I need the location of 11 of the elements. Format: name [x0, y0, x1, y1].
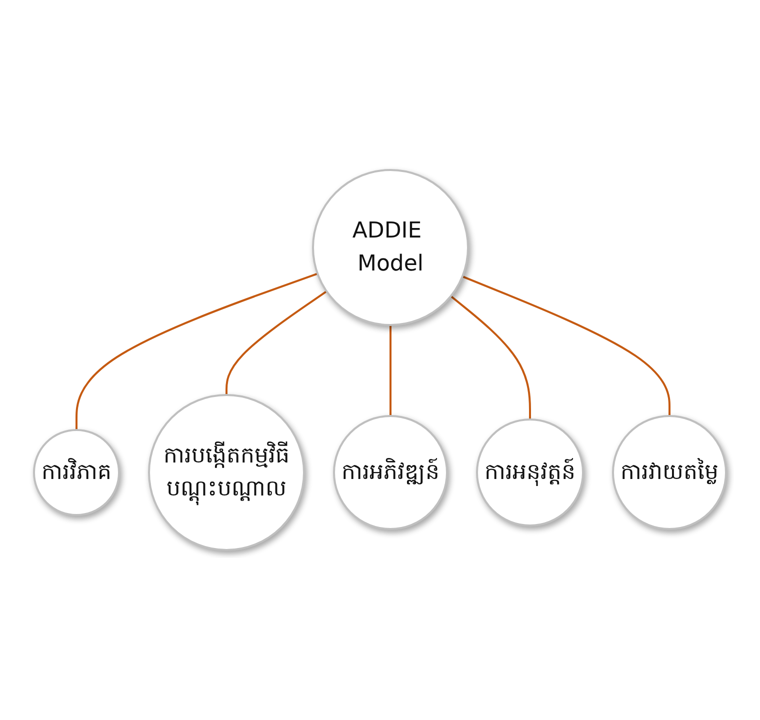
connector: [76, 272, 318, 430]
connector: [390, 325, 392, 416]
connector: [462, 276, 670, 416]
node-circle: ការវាយតម្លៃ: [612, 415, 727, 530]
node-circle: ការវិភាគ: [33, 429, 120, 516]
node-circle: ការអនុវត្តន៍: [476, 418, 584, 526]
node-circle: ការបង្កើតកម្មវិធីបណ្តុះបណ្តាល: [148, 394, 305, 551]
connector: [226, 290, 328, 395]
connector: [450, 295, 531, 420]
node-circle: ការអភិវឌ្ឍន៍: [333, 415, 448, 530]
node-circle: ADDIE Model: [312, 169, 469, 326]
